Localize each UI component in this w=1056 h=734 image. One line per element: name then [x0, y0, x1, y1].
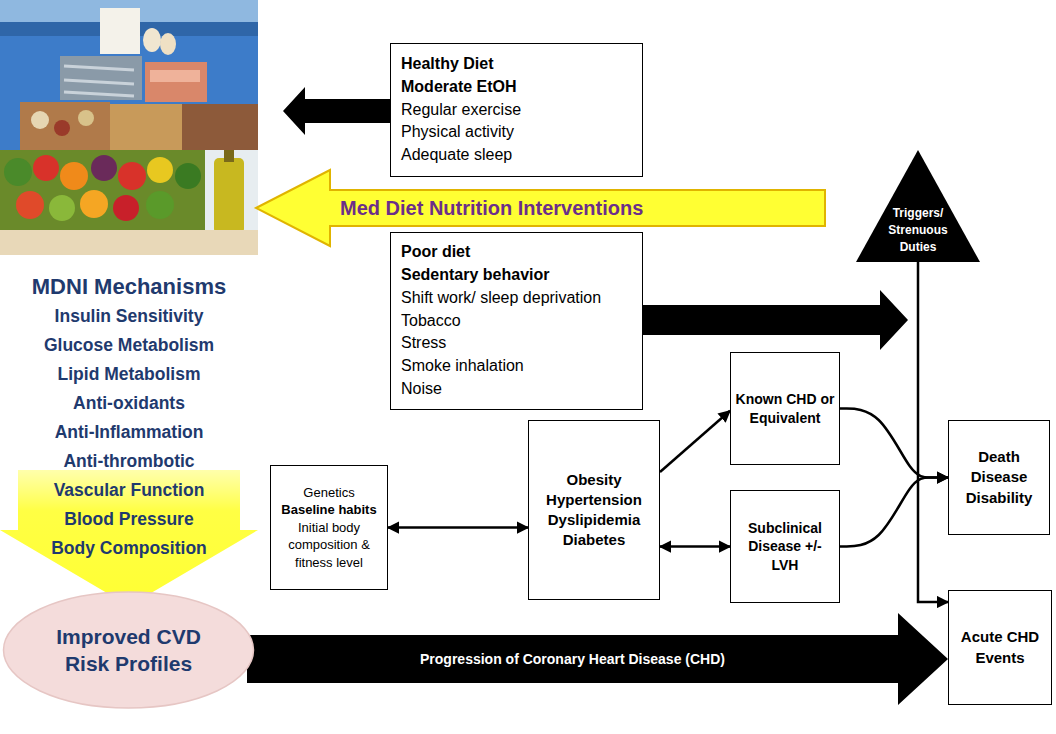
connector [840, 478, 948, 547]
node-text: Known CHD or Equivalent [735, 390, 835, 426]
healthy-habits-box: Healthy DietModerate EtOHRegular exercis… [390, 43, 643, 177]
node-text: Triggers/ Strenuous Duties [881, 205, 955, 256]
baseline-box: GeneticsBaseline habitsInitial body comp… [270, 465, 388, 590]
node-text: Glucose Metabolism [0, 331, 258, 360]
node-text: Blood Pressure [0, 505, 258, 534]
node-text: Anti-Inflammation [0, 418, 258, 447]
node-text: Genetics [276, 484, 382, 502]
node-text: Initial body composition & fitness level [276, 519, 382, 572]
connector [918, 262, 948, 602]
progression-arrow [247, 613, 948, 705]
node-text: Hypertension [533, 490, 655, 510]
node-text: Noise [401, 378, 632, 401]
list-heading: MDNI Mechanisms [0, 272, 258, 302]
node-text: Subclinical Disease +/- LVH [735, 519, 835, 574]
connector [388, 526, 528, 529]
outcome-ellipse: Improved CVD Risk Profiles [2, 590, 255, 710]
node-text: Poor diet [401, 241, 632, 264]
mechanism-down-arrow [0, 470, 258, 606]
node-text: Lipid Metabolism [0, 360, 258, 389]
node-text: Anti-thrombotic [0, 447, 258, 476]
node-text: Disability [953, 488, 1045, 508]
mechanism-list: MDNI MechanismsInsulin SensitivityGlucos… [0, 272, 258, 564]
connector [660, 545, 730, 548]
risk-box: Known CHD or Equivalent [730, 352, 840, 465]
node-text: Insulin Sensitivity [0, 302, 258, 331]
trigger-triangle: Triggers/ Strenuous Duties [856, 150, 980, 262]
node-text: Tobacco [401, 310, 632, 333]
node-text: Dyslipidemia [533, 510, 655, 530]
risk-box: Subclinical Disease +/- LVH [730, 490, 840, 603]
node-text: Healthy Diet [401, 53, 632, 76]
poor-habits-arrow [643, 290, 908, 350]
node-text: Disease [953, 467, 1045, 487]
outcome-box: DeathDiseaseDisability [948, 420, 1050, 535]
node-text: Stress [401, 332, 632, 355]
poor-habits-box: Poor dietSedentary behaviorShift work/ s… [390, 232, 643, 410]
node-text: Death [953, 447, 1045, 467]
node-text: Obesity [533, 470, 655, 490]
healthy-habits-arrow [283, 87, 390, 135]
outcome-box: Acute CHD Events [948, 590, 1052, 705]
node-text: Adequate sleep [401, 144, 632, 167]
risk-factor-box: ObesityHypertensionDyslipidemiaDiabetes [528, 420, 660, 600]
node-text: Moderate EtOH [401, 76, 632, 99]
node-text: Body Composition [0, 534, 258, 563]
connector [840, 409, 948, 478]
node-text: Smoke inhalation [401, 355, 632, 378]
connector [660, 411, 730, 472]
node-text: Sedentary behavior [401, 264, 632, 287]
photo-collage [0, 0, 258, 255]
node-text: Improved CVD Risk Profiles [42, 623, 215, 678]
edge-label: Progression of Coronary Heart Disease (C… [414, 649, 731, 669]
node-text: Vascular Function [0, 476, 258, 505]
ellipse-shape [2, 590, 255, 710]
node-text: Regular exercise [401, 99, 632, 122]
node-text: Diabetes [533, 530, 655, 550]
node-text: Physical activity [401, 121, 632, 144]
node-text: Baseline habits [276, 501, 382, 519]
node-text: Anti-oxidants [0, 389, 258, 418]
node-text: Acute CHD Events [953, 627, 1047, 668]
node-text: Med Diet Nutrition Interventions [340, 196, 827, 220]
node-text: Shift work/ sleep deprivation [401, 287, 632, 310]
